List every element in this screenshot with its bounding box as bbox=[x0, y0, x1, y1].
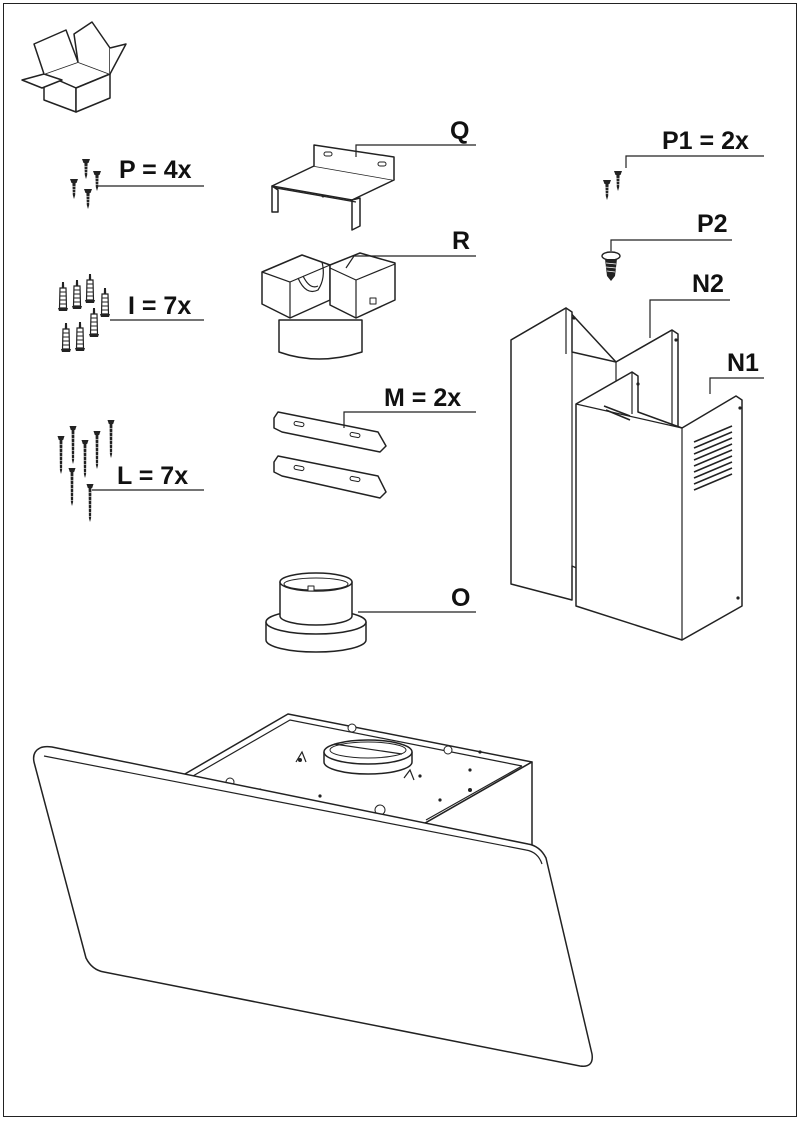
screw-group-p1 bbox=[602, 155, 764, 201]
label-p1: P1 = 2x bbox=[662, 127, 749, 155]
label-n2: N2 bbox=[692, 270, 724, 298]
label-l: L = 7x bbox=[117, 462, 189, 490]
ring-o bbox=[265, 572, 476, 653]
brackets-m bbox=[273, 411, 476, 499]
screw-group-l bbox=[57, 419, 204, 523]
label-p2: P2 bbox=[697, 210, 728, 238]
open-box-icon bbox=[21, 21, 127, 113]
cooker-hood bbox=[32, 713, 593, 1067]
label-o: O bbox=[451, 584, 471, 612]
label-i: I = 7x bbox=[128, 292, 192, 320]
screw-group-p bbox=[69, 158, 204, 210]
label-q: Q bbox=[450, 117, 470, 145]
chimney-n1 bbox=[575, 371, 764, 641]
screw-p2 bbox=[601, 239, 732, 281]
label-n1: N1 bbox=[727, 349, 759, 377]
label-r: R bbox=[452, 227, 471, 255]
page-frame bbox=[3, 3, 797, 1117]
label-m: M = 2x bbox=[384, 384, 462, 412]
label-p: P = 4x bbox=[119, 156, 192, 184]
bracket-q bbox=[271, 144, 476, 231]
wall-plug-group-i bbox=[57, 273, 204, 353]
deflector-r bbox=[261, 252, 476, 360]
